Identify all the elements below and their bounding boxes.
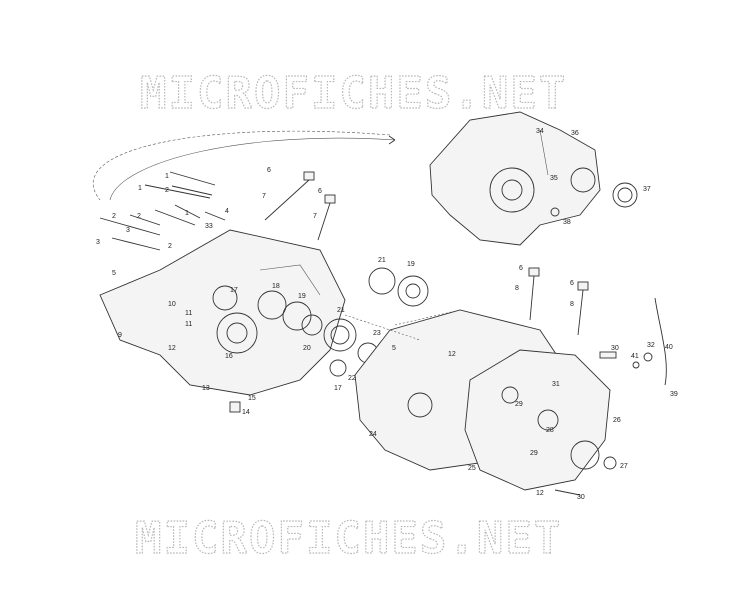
callout: 19 (298, 293, 306, 300)
callout: 7 (262, 193, 266, 200)
callout: 32 (647, 342, 655, 349)
callout: 6 (267, 167, 271, 174)
callout: 3 (126, 227, 130, 234)
callout: 18 (272, 283, 280, 290)
left-crankcase (99, 229, 346, 396)
callout: 25 (468, 465, 476, 472)
callout: 28 (546, 427, 554, 434)
callout: 9 (118, 332, 122, 339)
callout: 4 (225, 208, 229, 215)
callout: 1 (185, 210, 189, 217)
assembly-arrow (92, 130, 391, 201)
callout: 19 (407, 261, 415, 268)
callout: 24 (369, 431, 377, 438)
callout: 21 (378, 257, 386, 264)
callout: 29 (515, 401, 523, 408)
small-parts-right (229, 297, 667, 496)
assembly-arrow-2 (109, 137, 396, 201)
callout: 6 (570, 280, 574, 287)
callout: 22 (348, 375, 356, 382)
callout: 5 (112, 270, 116, 277)
bearings-seals (257, 267, 429, 377)
arrow-head (388, 135, 396, 145)
callout: 21 (337, 307, 345, 314)
callout: 37 (643, 186, 651, 193)
watermark-bottom: MICROFICHES.NET (135, 513, 562, 564)
assembled-crankcase (429, 111, 638, 246)
callout: 27 (620, 463, 628, 470)
callout: 11 (185, 321, 192, 328)
right-crankcase (354, 309, 617, 491)
watermark-top: MICROFICHES.NET (140, 68, 567, 119)
guide-lines (344, 309, 461, 341)
callout: 29 (530, 450, 538, 457)
callout: 7 (313, 213, 317, 220)
callout: 6 (519, 265, 523, 272)
callout: 15 (248, 395, 256, 402)
callout: 8 (570, 301, 574, 308)
callout: 33 (205, 223, 213, 230)
callout: 20 (303, 345, 311, 352)
callout: 1 (165, 173, 169, 180)
callout: 17 (334, 385, 342, 392)
callout: 26 (613, 417, 621, 424)
callout: 5 (392, 345, 396, 352)
callout: 34 (536, 128, 544, 135)
callout: 12 (536, 490, 544, 497)
callout: 3 (96, 239, 100, 246)
callout: 38 (563, 219, 571, 226)
callout: 13 (202, 385, 210, 392)
callout: 17 (230, 287, 238, 294)
callout: 2 (168, 243, 172, 250)
callout: 6 (318, 188, 322, 195)
callout: 14 (242, 409, 250, 416)
callout: 31 (552, 381, 560, 388)
callout: 23 (373, 330, 381, 337)
callout: 1 (138, 185, 142, 192)
callout: 2 (165, 187, 169, 194)
callout: 39 (670, 391, 678, 398)
callout-labels: 1 2 1 2 3 2 1 33 4 3 2 6 7 6 7 5 9 10 11… (96, 128, 678, 501)
bolt-group (99, 171, 226, 251)
callout: 2 (137, 213, 141, 220)
callout: 40 (665, 344, 673, 351)
studs (264, 171, 589, 336)
callout: 30 (611, 345, 619, 352)
callout: 35 (550, 175, 558, 182)
callout: 30 (577, 494, 585, 501)
callout: 12 (448, 351, 456, 358)
callout: 8 (515, 285, 519, 292)
callout: 2 (112, 213, 116, 220)
callout: 10 (168, 301, 176, 308)
callout: 36 (571, 130, 579, 137)
callout: 12 (168, 345, 176, 352)
callout: 16 (225, 353, 233, 360)
callout: 41 (631, 353, 639, 360)
callout: 11 (185, 310, 192, 317)
